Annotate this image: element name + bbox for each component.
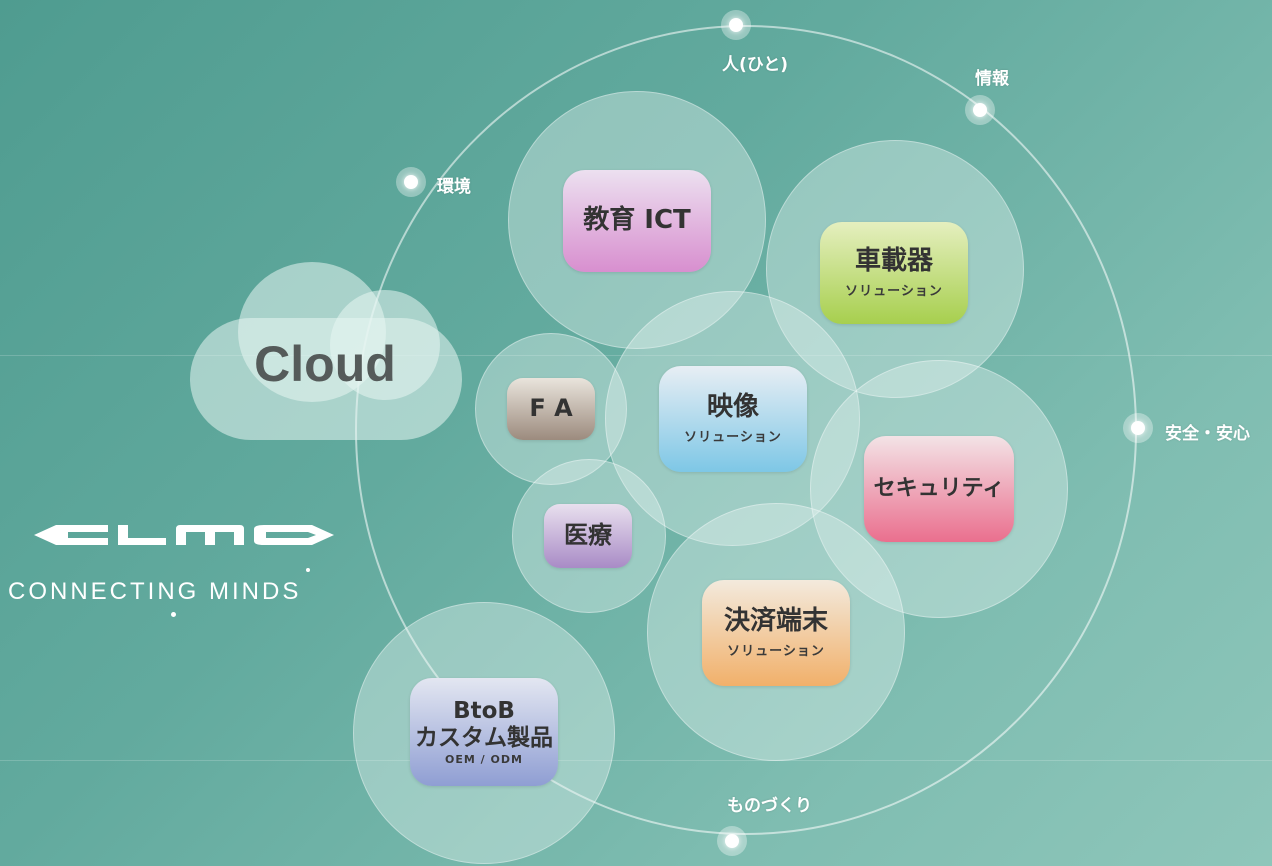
cloud-label: Cloud (254, 336, 396, 392)
tile-custom-sub: OEM / ODM (445, 752, 523, 766)
tile-payment: 決済端末 ソリューション (702, 580, 850, 686)
tile-automotive-sub: ソリューション (845, 284, 943, 300)
tile-security-label: セキュリティ (873, 476, 1005, 502)
tile-security: セキュリティ (864, 436, 1014, 542)
tile-imaging-sub: ソリューション (684, 430, 782, 446)
node-information (965, 95, 995, 125)
tagline-accent-dot-2 (306, 568, 310, 572)
tile-imaging-label: 映像 (706, 391, 759, 422)
label-environment: 環境 (437, 177, 471, 197)
tile-payment-sub: ソリューション (727, 644, 825, 660)
node-manufacturing (717, 826, 747, 856)
tile-medical: 医療 (544, 504, 632, 568)
tile-custom-line2: カスタム製品 (415, 724, 553, 751)
tile-automotive: 車載器 ソリューション (820, 222, 968, 324)
tile-imaging: 映像 ソリューション (659, 366, 807, 472)
tile-payment-label: 決済端末 (723, 605, 828, 636)
label-manufacturing: ものづくり (727, 796, 812, 816)
node-people (721, 10, 751, 40)
node-safety (1123, 413, 1153, 443)
tile-medical-label: 医療 (564, 521, 612, 550)
label-information: 情報 (975, 69, 1009, 89)
label-safety: 安全・安心 (1165, 424, 1250, 444)
elmo-logo (34, 525, 334, 545)
tagline: CONNECTING MINDS (8, 578, 302, 605)
tile-education-label: 教育 ICT (583, 205, 691, 236)
tile-fa: F A (507, 378, 595, 440)
tile-education: 教育 ICT (563, 170, 711, 272)
tile-custom: BtoB カスタム製品 OEM / ODM (410, 678, 558, 786)
tile-automotive-label: 車載器 (854, 245, 933, 276)
node-environment (396, 167, 426, 197)
tagline-accent-dot (171, 612, 176, 617)
label-people: 人(ひと) (722, 55, 789, 75)
tile-fa-label: F A (529, 394, 573, 423)
tile-custom-line1: BtoB (453, 698, 515, 725)
